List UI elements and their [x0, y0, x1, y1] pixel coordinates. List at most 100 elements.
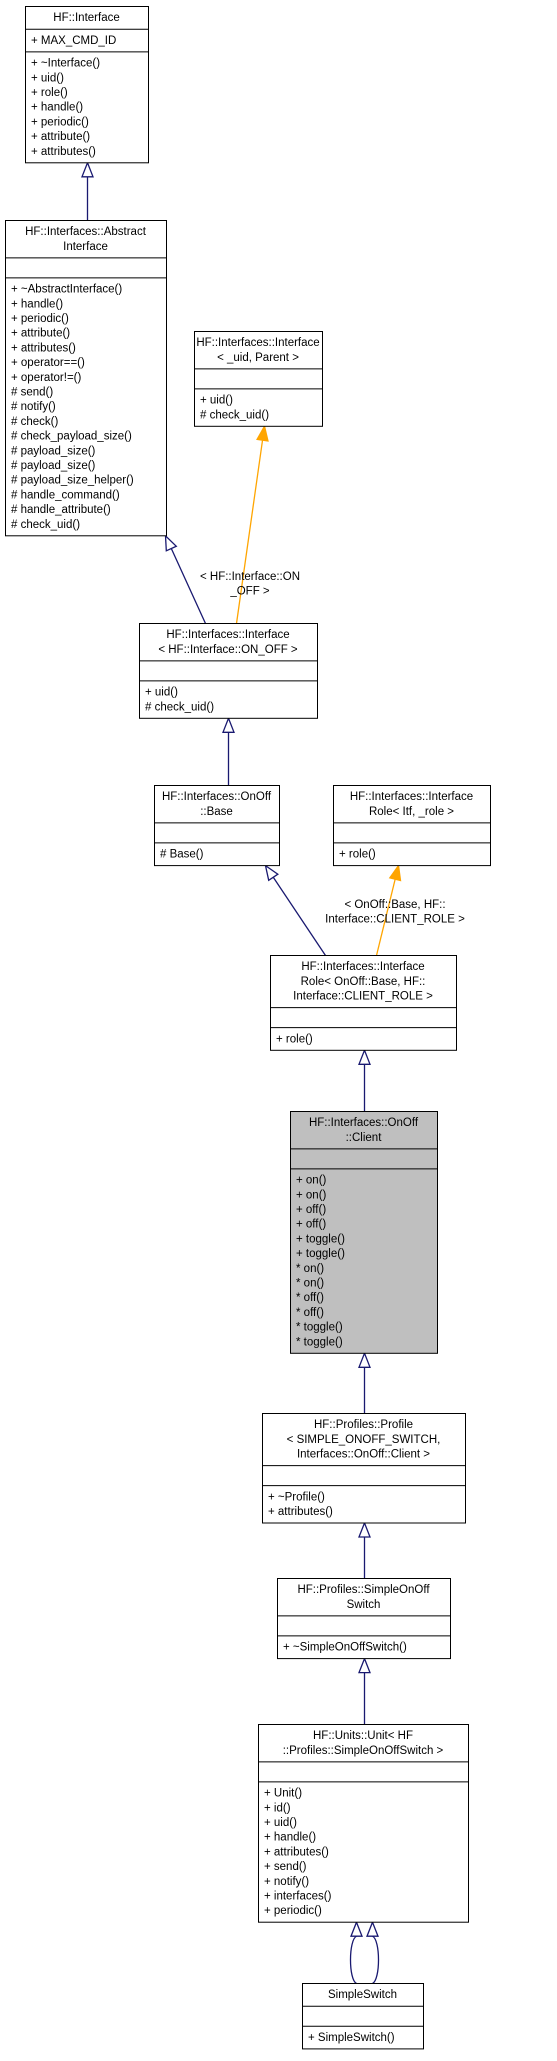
- method-entry: + uid(): [31, 72, 64, 84]
- class-name-line: Interfaces::OnOff::Client >: [297, 1449, 430, 1461]
- method-entry: + handle(): [11, 298, 63, 310]
- method-entry: + uid(): [264, 1817, 297, 1829]
- class-name-line: Switch: [347, 1599, 381, 1611]
- method-entry: + ~Profile(): [268, 1491, 325, 1503]
- class-box: [270, 955, 457, 1051]
- method-entry: + on(): [296, 1189, 327, 1201]
- arrowhead: [358, 1048, 371, 1065]
- class-node-abstract-interface[interactable]: HF::Interfaces::AbstractInterface+ ~Abst…: [5, 220, 167, 537]
- edge-line: [170, 548, 207, 624]
- method-entry: + interfaces(): [264, 1891, 332, 1903]
- arrowhead: [358, 1351, 371, 1368]
- class-box: [277, 1578, 451, 1660]
- class-name-line: < SIMPLE_ONOFF_SWITCH,: [287, 1434, 441, 1446]
- class-name-line: HF::Interfaces::Interface: [350, 791, 473, 803]
- edge-label: < HF::Interface::ON: [200, 571, 300, 583]
- class-name-line: HF::Interface: [53, 12, 119, 24]
- class-name-line: ::Client: [346, 1132, 383, 1144]
- edge-label: Interface::CLIENT_ROLE >: [325, 914, 465, 926]
- arrowhead: [81, 161, 94, 178]
- class-name-line: HF::Units::Unit< HF: [313, 1730, 413, 1742]
- class-node-simple-onoff-switch[interactable]: HF::Profiles::SimpleOnOffSwitch+ ~Simple…: [277, 1578, 451, 1660]
- inheritance-edge-1: [164, 534, 207, 624]
- method-entry: + Unit(): [264, 1788, 302, 1800]
- class-name-line: SimpleSwitch: [328, 1989, 397, 2001]
- method-entry: + attributes(): [268, 1506, 333, 1518]
- method-entry: * on(): [296, 1263, 324, 1275]
- class-node-interface-onoff[interactable]: HF::Interfaces::Interface< HF::Interface…: [139, 623, 318, 719]
- method-entry: + toggle(): [296, 1233, 345, 1245]
- class-box: [302, 1983, 424, 2050]
- class-node-onoff-client[interactable]: HF::Interfaces::OnOff::Client+ on()+ on(…: [290, 1111, 438, 1354]
- method-entry: + ~Interface(): [31, 58, 100, 70]
- class-box: [333, 785, 491, 867]
- arrowhead: [164, 534, 178, 552]
- class-node-hf-interface[interactable]: HF::Interface+ MAX_CMD_ID+ ~Interface()+…: [25, 6, 149, 164]
- method-entry: * off(): [296, 1292, 324, 1304]
- method-entry: # Base(): [160, 849, 204, 861]
- arrowhead: [388, 863, 402, 882]
- method-entry: + ~SimpleOnOffSwitch(): [283, 1642, 407, 1654]
- class-name-line: HF::Interfaces::Interface: [166, 629, 289, 641]
- class-box: [258, 1724, 469, 1923]
- method-entry: * on(): [296, 1278, 324, 1290]
- class-name-line: HF::Interfaces::Interface: [196, 337, 319, 349]
- arrowhead: [222, 716, 235, 733]
- edge-line: [372, 1935, 380, 1985]
- method-entry: # send(): [11, 387, 53, 399]
- inheritance-edge-11: [366, 1920, 380, 1985]
- method-entry: + operator!=(): [11, 372, 81, 384]
- class-box: [194, 331, 323, 427]
- method-entry: + role(): [31, 87, 68, 99]
- method-entry: + off(): [296, 1204, 326, 1216]
- class-node-profile[interactable]: HF::Profiles::Profile< SIMPLE_ONOFF_SWIT…: [262, 1413, 466, 1524]
- method-entry: + attributes(): [11, 342, 76, 354]
- class-name-line: HF::Interfaces::Interface: [301, 961, 424, 973]
- inheritance-edge-9: [358, 1656, 371, 1725]
- template-edge-5: < OnOff::Base, HF::Interface::CLIENT_ROL…: [325, 863, 465, 956]
- class-box: [154, 785, 280, 867]
- method-entry: # handle_command(): [11, 489, 120, 501]
- class-node-unit[interactable]: HF::Units::Unit< HF::Profiles::SimpleOnO…: [258, 1724, 469, 1923]
- class-name-line: ::Profiles::SimpleOnOffSwitch >: [283, 1745, 444, 1757]
- inheritance-edge-7: [358, 1351, 371, 1414]
- inheritance-edge-6: [358, 1048, 371, 1112]
- method-entry: # payload_size(): [11, 445, 96, 457]
- method-entry: + toggle(): [296, 1248, 345, 1260]
- edge-line: [272, 876, 327, 956]
- method-entry: + SimpleSwitch(): [308, 2032, 395, 2044]
- method-entry: + uid(): [145, 687, 178, 699]
- method-entry: + ~AbstractInterface(): [11, 284, 122, 296]
- edge-line: [375, 879, 396, 956]
- method-entry: + notify(): [264, 1876, 309, 1888]
- class-node-simple-switch[interactable]: SimpleSwitch + SimpleSwitch(): [302, 1983, 424, 2050]
- method-entry: * off(): [296, 1307, 324, 1319]
- class-node-interface-tpl[interactable]: HF::Interfaces::Interface< _uid, Parent …: [194, 331, 323, 427]
- method-entry: * toggle(): [296, 1322, 343, 1334]
- method-entry: + attributes(): [31, 146, 96, 158]
- method-entry: + send(): [264, 1861, 307, 1873]
- class-name-line: Interface: [63, 241, 108, 253]
- method-entry: + role(): [276, 1033, 313, 1045]
- method-entry: + attributes(): [264, 1846, 329, 1858]
- method-entry: + uid(): [200, 395, 233, 407]
- class-name-line: HF::Interfaces::OnOff: [162, 791, 272, 803]
- method-entry: + on(): [296, 1175, 327, 1187]
- method-entry: # check_uid(): [200, 409, 269, 421]
- class-name-line: HF::Interfaces::OnOff: [309, 1117, 419, 1129]
- method-entry: + operator==(): [11, 357, 85, 369]
- method-entry: + role(): [339, 849, 376, 861]
- arrowhead: [350, 1920, 363, 1937]
- arrowhead: [358, 1521, 371, 1538]
- class-name-line: < HF::Interface::ON_OFF >: [158, 644, 298, 656]
- class-box: [139, 623, 318, 719]
- class-node-onoff-base[interactable]: HF::Interfaces::OnOff::Base# Base(): [154, 785, 280, 867]
- inheritance-edge-8: [358, 1521, 371, 1579]
- method-entry: + handle(): [264, 1832, 316, 1844]
- method-entry: + periodic(): [31, 116, 89, 128]
- arrowhead: [264, 864, 280, 882]
- template-edge-2: < HF::Interface::ON_OFF >: [200, 424, 300, 624]
- edge-line: [235, 440, 264, 624]
